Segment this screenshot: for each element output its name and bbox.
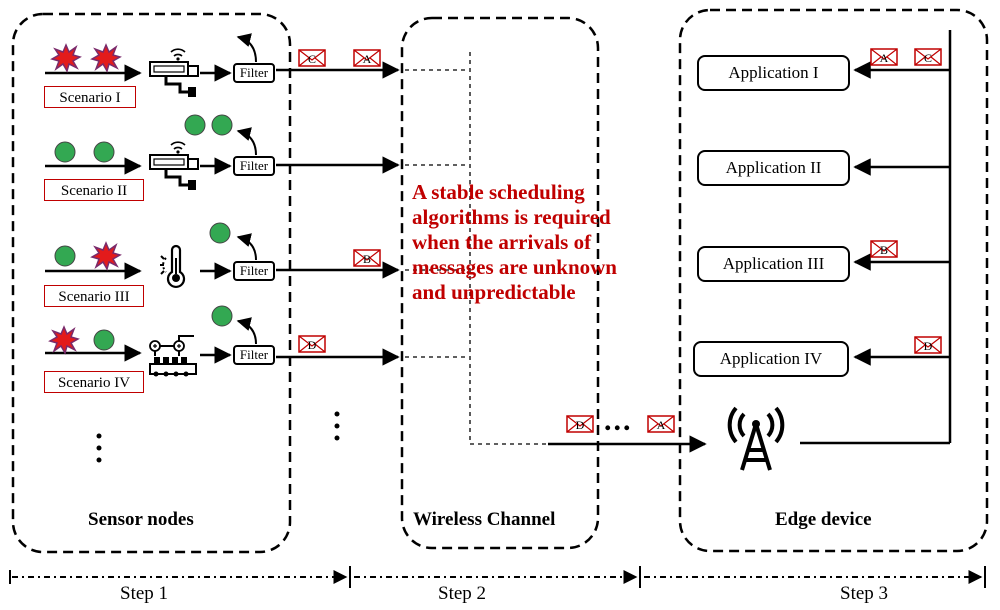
scenario-3-label: Scenario III	[44, 285, 144, 307]
scheduling-note: A stable scheduling algorithms is requir…	[412, 180, 617, 304]
thermometer-sensor-icon	[158, 244, 186, 289]
step-1-label: Step 1	[120, 583, 169, 604]
application-2-box: Application II	[697, 150, 850, 186]
channel-multiplexer	[405, 52, 548, 445]
envelope-letters: C A B D D A A C B D	[308, 51, 933, 432]
camera-sensor-icon	[148, 47, 200, 99]
more-links-ellipsis	[334, 411, 340, 441]
scenario-2-label: Scenario II	[44, 179, 144, 201]
sensor-nodes-label: Sensor nodes	[88, 509, 194, 530]
application-4-box: Application IV	[693, 341, 849, 377]
scenario-2-row	[45, 114, 400, 192]
envelope-letter: C	[924, 51, 932, 65]
sensor-nodes-region	[11, 12, 292, 554]
scenario-4-label: Scenario IV	[44, 371, 144, 393]
filter-box: Filter	[233, 156, 275, 176]
envelope-letter: A	[657, 418, 666, 432]
filter-box: Filter	[233, 261, 275, 281]
antenna-tower-icon	[727, 406, 785, 472]
scenario-3-row	[45, 222, 400, 289]
step-3-label: Step 3	[840, 583, 889, 604]
step-2-label: Step 2	[438, 583, 487, 604]
edge-device-region	[678, 8, 989, 553]
scenario-1-label: Scenario I	[44, 86, 136, 108]
edge-branch-arrows	[853, 61, 950, 366]
discard-arrow	[236, 127, 257, 156]
burst-icon	[91, 44, 121, 72]
wireless-channel-label: Wireless Channel	[413, 509, 556, 530]
more-sensors-ellipsis	[96, 433, 102, 463]
scenario-1-row	[45, 33, 400, 99]
camera-sensor-icon	[148, 140, 200, 192]
application-1-box: Application I	[697, 55, 850, 91]
robot-arm-sensor-icon	[149, 335, 197, 378]
filter-box: Filter	[233, 345, 275, 365]
envelope-letter: A	[880, 51, 889, 65]
envelope-letter: D	[924, 339, 933, 353]
wireless-channel-region	[400, 16, 600, 550]
edge-device-label: Edge device	[775, 509, 872, 530]
scenario-4-row	[45, 305, 400, 378]
burst-icon	[91, 242, 121, 270]
envelope-letter: D	[576, 418, 585, 432]
filter-box: Filter	[233, 63, 275, 83]
discard-arrow	[236, 233, 257, 261]
envelope-letter: B	[363, 252, 371, 266]
envelope-letter: C	[308, 52, 316, 66]
discard-arrow	[236, 33, 257, 63]
burst-icon	[49, 326, 79, 354]
discard-arrow	[236, 317, 257, 345]
burst-icon	[51, 44, 81, 72]
application-3-box: Application III	[697, 246, 850, 282]
envelope-letter: A	[363, 52, 372, 66]
queue-ellipsis: ...	[604, 404, 633, 437]
envelope-letter: D	[308, 338, 317, 352]
envelope-letter: B	[880, 243, 888, 257]
step-timeline	[9, 566, 986, 588]
